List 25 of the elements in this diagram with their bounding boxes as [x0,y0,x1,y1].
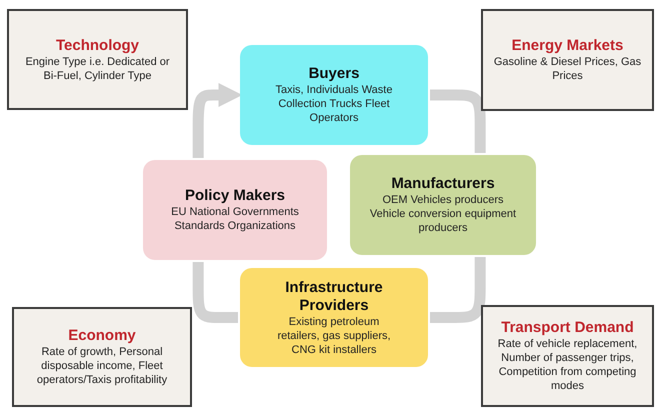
description: Taxis, Individuals Waste Collection Trucks Fleet Operators [274,83,394,125]
factor-box [481,305,654,407]
heading: Transport Demand [501,319,634,337]
stakeholder-box [240,268,428,367]
description: Rate of growth, Personal disposable income, Fleet operators/Taxis profitability [36,345,168,387]
cycle-arrow [192,83,242,158]
heading: Energy Markets [512,37,624,55]
heading: Technology [56,36,140,54]
factor-box [7,9,188,110]
description: Rate of vehicle replacement, Number of passenger trips, Competition from competing modes [496,337,638,393]
stakeholder-box [143,160,327,260]
factor-box [481,9,654,111]
factor-box [12,307,192,407]
description: Existing petroleum retailers, gas suppliers, CNG kit installers [276,314,392,356]
description: OEM Vehicles producers Vehicle conversion equipment producers [368,193,518,235]
heading: Infrastructure Providers [284,278,384,314]
description: Engine Type i.e. Dedicated or Bi-Fuel, Cylinder Type [24,54,171,82]
heading: Manufacturers [391,175,495,193]
stakeholder-box [350,155,536,255]
heading: Buyers [308,65,360,83]
stakeholder-box [240,45,428,145]
description: Gasoline & Diesel Prices, Gas Prices [492,55,642,83]
heading: Policy Makers [184,187,286,205]
heading: Economy [68,327,136,345]
description: EU National Governments Standards Organizations [170,205,300,233]
